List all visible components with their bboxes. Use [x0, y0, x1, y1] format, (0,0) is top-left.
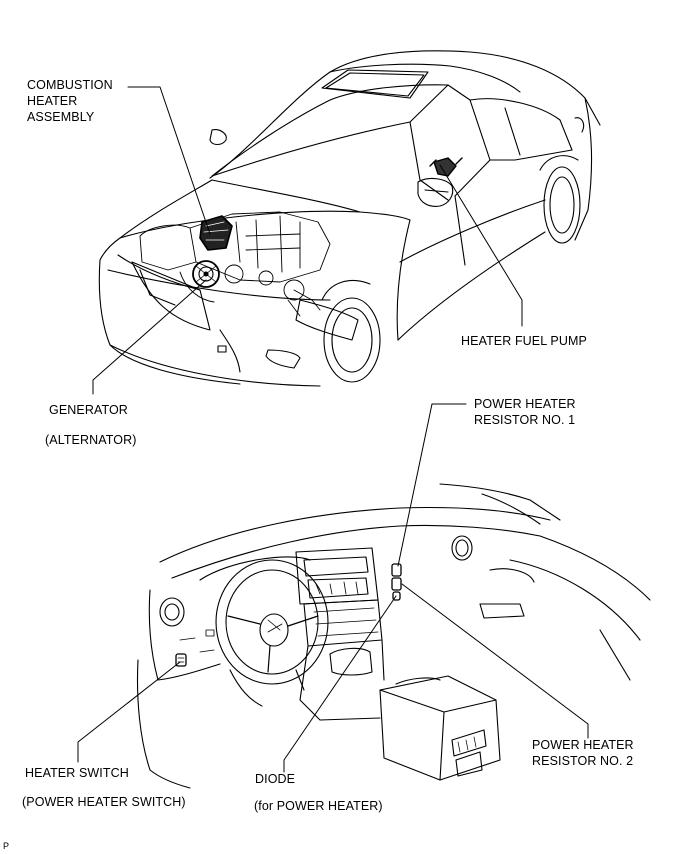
- for-power-heater-label: (for POWER HEATER): [254, 799, 383, 813]
- label-line: RESISTOR NO. 2: [532, 754, 634, 768]
- power-heater-resistor-1-part: [391, 563, 402, 577]
- label-line: POWER HEATER: [532, 738, 634, 752]
- interior-leader-lines: [77, 403, 589, 773]
- label-line: RESISTOR NO. 1: [474, 413, 576, 427]
- combustion-heater-assembly-label: COMBUSTION HEATER ASSEMBLY: [27, 77, 113, 125]
- label-line: POWER HEATER: [474, 397, 576, 411]
- power-heater-parts: [391, 563, 402, 601]
- label-line: HEATER: [27, 94, 78, 108]
- label-line: COMBUSTION: [27, 78, 113, 92]
- label-line: ASSEMBLY: [27, 110, 95, 124]
- generator-label: GENERATOR: [49, 403, 128, 417]
- figure-code-label: P: [3, 841, 10, 851]
- power-heater-resistor-2-label: POWER HEATER RESISTOR NO. 2: [532, 737, 634, 769]
- heater-switch-part: [175, 653, 187, 667]
- heater-fuel-pump-part: [429, 157, 463, 177]
- power-heater-resistor-1-label: POWER HEATER RESISTOR NO. 1: [474, 396, 576, 428]
- engine-compartment-drawing: [139, 211, 331, 317]
- car-leader-lines: [92, 86, 523, 395]
- heater-fuel-pump-label: HEATER FUEL PUMP: [461, 334, 587, 348]
- power-heater-switch-label: (POWER HEATER SWITCH): [22, 795, 186, 809]
- power-heater-resistor-2-part: [391, 577, 402, 591]
- alternator-label: (ALTERNATOR): [45, 433, 137, 447]
- car-body-drawing: [98, 50, 601, 387]
- generator-part: [192, 260, 220, 288]
- interior-dashboard-drawing: [136, 483, 651, 789]
- diode-label: DIODE: [255, 772, 296, 786]
- diode-part: [392, 591, 401, 601]
- combustion-heater-part: [199, 215, 233, 251]
- heater-switch-label: HEATER SWITCH: [25, 766, 129, 780]
